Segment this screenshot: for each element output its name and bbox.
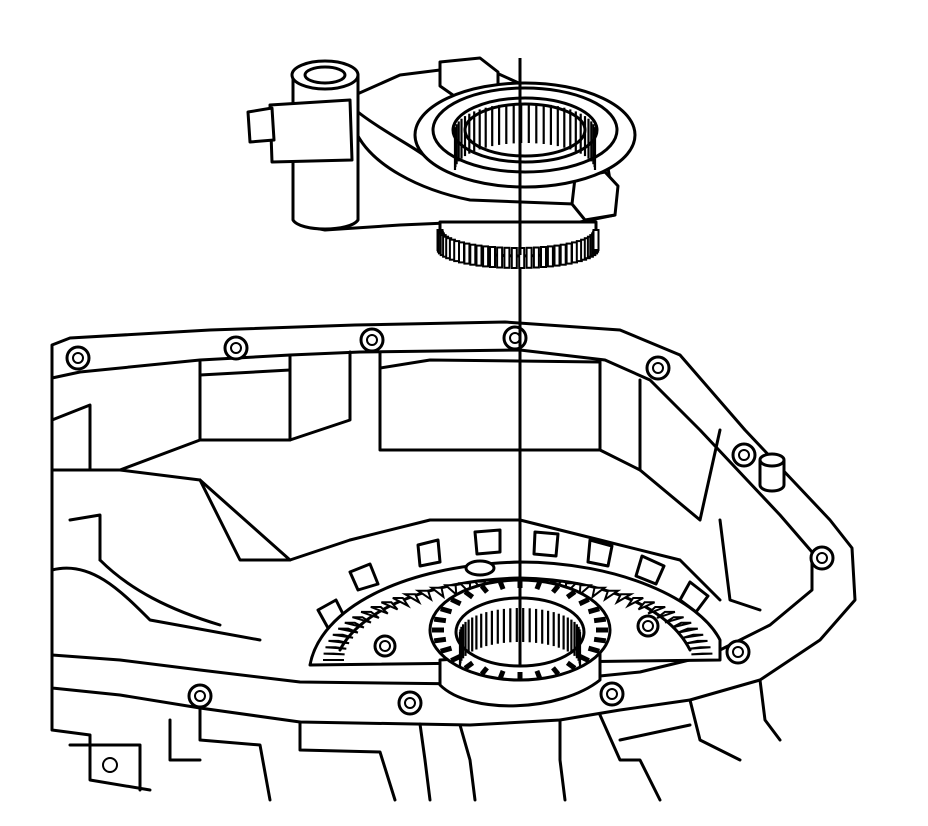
ring-tooth xyxy=(664,616,684,624)
ring-tooth xyxy=(380,601,399,611)
ring-tooth xyxy=(328,639,350,645)
gear-tooth xyxy=(565,242,573,265)
ring-tooth xyxy=(614,593,635,605)
ring-tooth xyxy=(647,606,666,615)
gear-tooth xyxy=(458,241,465,264)
ring-tooth xyxy=(686,639,708,645)
case-internal-walls xyxy=(50,350,762,642)
ring-tooth xyxy=(656,610,676,619)
hub-spline xyxy=(463,660,475,671)
hub-spline xyxy=(440,606,453,615)
ring-tooth xyxy=(323,652,345,656)
gear-tooth xyxy=(525,246,533,269)
ring-tooth xyxy=(689,646,711,650)
case-housing xyxy=(50,320,857,802)
hub-spline xyxy=(551,584,561,594)
hub-spline xyxy=(433,636,447,644)
gear-tooth xyxy=(532,246,540,269)
ring-tooth xyxy=(360,610,380,619)
ring-tooth xyxy=(401,593,422,605)
gear-tooth xyxy=(469,243,477,266)
dowel-pin xyxy=(758,452,786,493)
gear-tooth xyxy=(489,246,496,268)
ring-tooth xyxy=(682,633,704,639)
gear-tooth xyxy=(559,243,567,266)
hub-spline xyxy=(479,584,489,594)
ring-tooth xyxy=(370,606,389,615)
hub-spline xyxy=(551,666,561,676)
ring-tooth xyxy=(414,589,433,602)
detent-block xyxy=(268,98,354,164)
hub-spline xyxy=(433,616,447,624)
hub-spline xyxy=(565,660,577,671)
hub-spline xyxy=(565,589,577,600)
hub-spline xyxy=(463,589,475,600)
ring-tooth xyxy=(603,589,622,602)
ring-tooth xyxy=(392,597,411,609)
gear-tooth xyxy=(463,242,471,265)
ring-tooth xyxy=(344,621,365,629)
ring-tooth xyxy=(591,586,608,600)
ring-tooth xyxy=(637,601,656,611)
hub-internal-splines xyxy=(458,608,582,666)
gear-tooth xyxy=(496,246,504,269)
gear-tooth xyxy=(553,244,561,267)
hub-spline xyxy=(498,669,506,679)
hub-spline xyxy=(534,581,542,591)
ring-tooth xyxy=(332,633,354,639)
shift-fork-assembly xyxy=(246,56,637,269)
sleeve-gear-teeth xyxy=(436,229,600,269)
ring-tooth xyxy=(625,597,644,609)
ring-tooth xyxy=(671,621,692,629)
ring-tooth xyxy=(442,584,458,597)
gear-tooth xyxy=(510,247,518,269)
ring-tooth xyxy=(352,616,372,624)
hub-spline xyxy=(498,581,506,591)
gear-tooth xyxy=(503,246,511,269)
hub-spline xyxy=(534,669,542,679)
gear-tooth xyxy=(540,246,547,268)
ring-tooth xyxy=(578,584,594,597)
ring-tooth xyxy=(677,627,698,634)
gear-tooth xyxy=(475,244,483,267)
hub-spline xyxy=(593,636,607,644)
hub-spline xyxy=(587,645,600,654)
ring-tooth xyxy=(325,646,347,650)
hub-spline xyxy=(479,666,489,676)
gear-tooth xyxy=(592,229,600,251)
case-lower-body xyxy=(50,678,782,802)
hub-spline xyxy=(593,616,607,624)
ring-tooth xyxy=(691,652,713,656)
ring-tooth xyxy=(338,627,359,634)
gear-tooth xyxy=(518,247,526,269)
hub-spline xyxy=(440,645,453,654)
ring-tooth xyxy=(428,586,445,600)
hub-spline xyxy=(578,597,590,607)
gear-tooth xyxy=(482,245,490,268)
hub-spline xyxy=(450,597,462,607)
ring-bolt xyxy=(373,614,660,658)
gear-tooth xyxy=(546,245,554,268)
hub-spline xyxy=(587,606,600,615)
